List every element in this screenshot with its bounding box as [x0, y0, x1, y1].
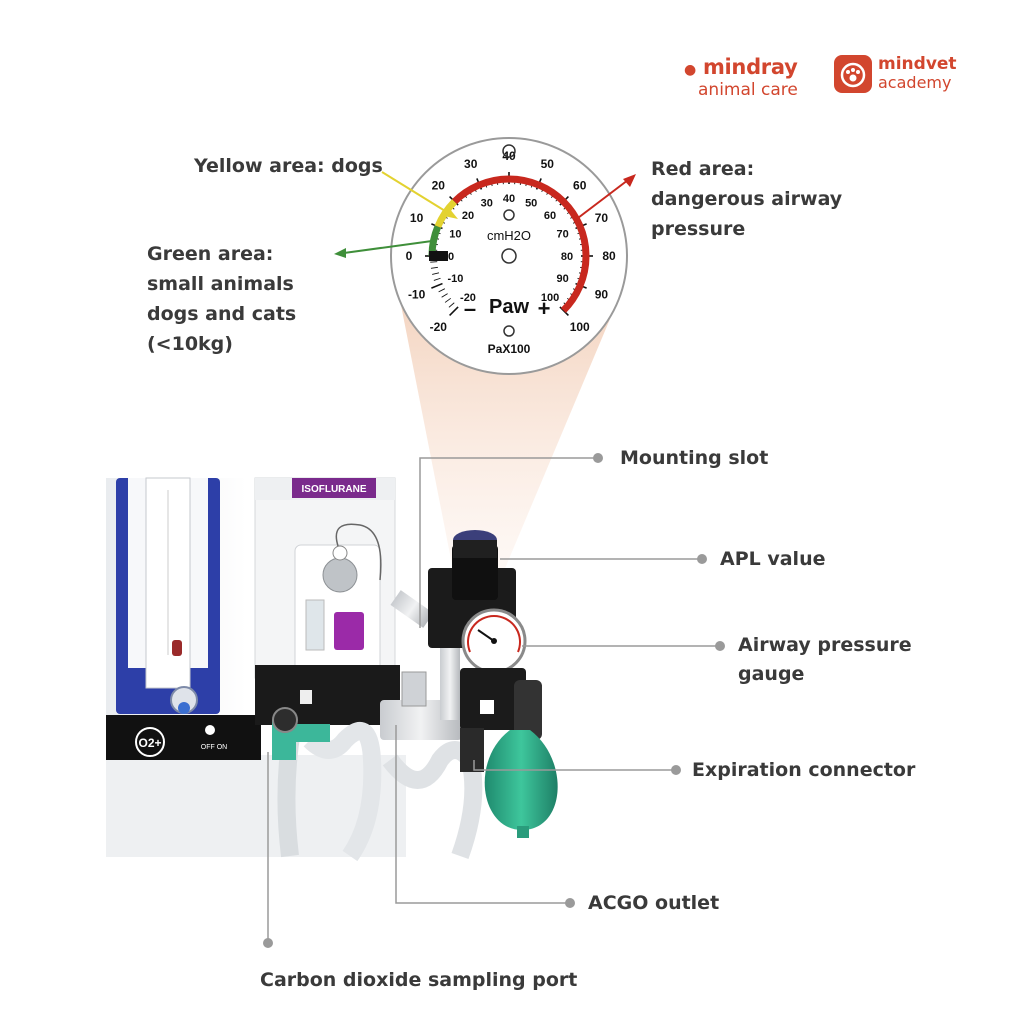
gauge-tick	[431, 282, 443, 289]
airway-gauge-label-line1: Airway pressure	[738, 634, 912, 656]
acgo-dot	[565, 898, 575, 908]
gauge-tick-label: 80	[602, 249, 616, 263]
gauge-tick-label: -10	[408, 287, 426, 301]
mindray-wordmark: mindray	[702, 55, 798, 79]
gauge-minus-sign: –	[464, 296, 476, 321]
leader-lines	[267, 457, 720, 943]
gauge-tick-label: 0	[406, 249, 413, 263]
center-pivot	[501, 248, 517, 264]
academy-wordmark: academy	[878, 73, 952, 92]
gauge-tick	[441, 293, 448, 298]
green-callout-arrow	[334, 240, 433, 258]
red-area-label-line3: pressure	[651, 218, 746, 240]
gauge-tick-label: -10	[447, 273, 463, 285]
mounting-slot-leader	[419, 457, 598, 628]
gauge-tick-label: -20	[460, 292, 476, 304]
yellow-zone-arc	[434, 199, 458, 228]
green-area-label-line1: Green area:	[147, 243, 274, 265]
vaporizer-agent-label: ISOFLURANE	[302, 484, 367, 495]
upper-pin-hole	[503, 209, 515, 221]
top-screw-hole	[502, 144, 516, 158]
gauge-unit-label: cmH2O	[487, 228, 531, 243]
green-area-label-line4: (<10kg)	[147, 333, 233, 355]
gauge-tick	[449, 306, 459, 316]
expiration-leader	[473, 760, 676, 771]
magnifier-beam	[400, 300, 618, 585]
mindray-logo: ● mindray animal care	[684, 56, 798, 99]
expiration-connector-label: Expiration connector	[692, 759, 916, 781]
gauge-tick-label: 50	[525, 197, 537, 209]
zero-marker	[429, 251, 448, 261]
red-area-label-line1: Red area:	[651, 158, 755, 180]
gauge-tick	[430, 266, 438, 269]
green-area-label-line3: dogs and cats	[147, 303, 297, 325]
gauge-tick-label: 0	[448, 251, 454, 263]
co2-sampling-port-label: Carbon dioxide sampling port	[260, 969, 578, 991]
gauge-tick	[430, 261, 438, 263]
gauge-tick-label: 60	[573, 178, 587, 192]
gauge-tick	[448, 302, 455, 308]
gauge-dot	[715, 641, 725, 651]
gauge-plus-sign: +	[538, 296, 551, 321]
anesthesia-machine-illustration: O2+ OFF ON ISOFLURANE	[106, 477, 558, 862]
gauge-tick-label: 70	[595, 211, 609, 225]
gauge-tick-label: 20	[462, 210, 474, 222]
gauge-tick	[432, 272, 440, 275]
animal-care-wordmark: animal care	[698, 80, 798, 100]
co2-dot	[263, 938, 273, 948]
bottom-screw-hole	[503, 325, 515, 337]
gauge-tick-label: 60	[544, 210, 556, 222]
gauge-tick-label: 100	[541, 292, 559, 304]
flush-switch-text: OFF ON	[201, 744, 227, 751]
breathing-bag	[484, 730, 558, 830]
yellow-callout-arrow	[381, 171, 458, 219]
red-area-label-line2: dangerous airway	[651, 188, 843, 210]
gauge-tick-label: 30	[464, 157, 478, 171]
apl-value-label: APL value	[720, 548, 826, 570]
paw-icon: ●	[684, 62, 696, 78]
airway-gauge-label-line2: gauge	[738, 663, 805, 685]
gauge-tick-label: 90	[595, 287, 609, 301]
green-area-label-line2: small animals	[147, 273, 294, 295]
gauge-tick-label: 40	[502, 149, 516, 163]
gauge-tick	[438, 288, 446, 293]
gauge-tick-label: 90	[556, 273, 568, 285]
gauge-tick-label: 20	[432, 178, 446, 192]
red-callout-arrow	[573, 174, 636, 222]
gauge-tick-label: -20	[430, 320, 448, 334]
expiration-dot	[671, 765, 681, 775]
o2-flush-badge: O2+	[138, 736, 161, 750]
mounting-slot-dot	[593, 453, 603, 463]
acgo-outlet-label: ACGO outlet	[588, 892, 720, 914]
gauge-tick	[444, 297, 452, 303]
gauge-tick	[433, 277, 441, 281]
mindvet-badge-icon	[834, 55, 872, 93]
yellow-area-label: Yellow area: dogs	[194, 155, 383, 177]
red-zone-arc	[452, 175, 590, 313]
acgo-leader	[395, 725, 570, 904]
gauge-paw-label: Paw	[489, 296, 529, 318]
mounting-slot-label: Mounting slot	[620, 447, 769, 469]
gauge-tick-label: 10	[449, 229, 461, 241]
gauge-tick-label: 30	[481, 197, 493, 209]
gauge-tick-label: 100	[570, 320, 590, 334]
gauge-tick-label: 70	[556, 229, 568, 241]
gauge-scale-note: PaX100	[488, 342, 531, 356]
gauge-tick-label: 40	[503, 193, 515, 205]
apl-dot	[697, 554, 707, 564]
mindvet-wordmark: mindvet	[878, 54, 957, 74]
gauge-tick-label: 80	[561, 251, 573, 263]
gauge-tick-label: 50	[541, 157, 555, 171]
leader-dots	[263, 453, 725, 948]
gauge-tick-label: 10	[410, 211, 424, 225]
